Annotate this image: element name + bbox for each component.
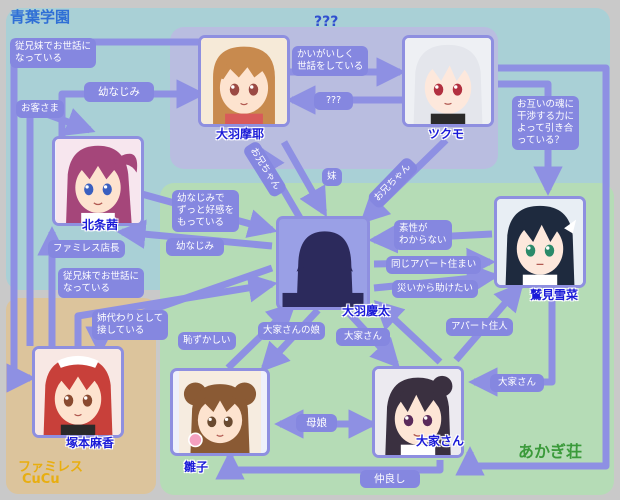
portrait-hinako [170, 368, 270, 456]
tag-care-devoted: かいがいしく 世話をしている [292, 46, 369, 76]
woman-avatar-icon [375, 369, 461, 455]
tag-cousin-care-top: 従兄妹でお世話に なっている [10, 38, 97, 68]
edge-good-friends [215, 450, 444, 480]
character-landlady[interactable]: 大家さん [372, 366, 464, 458]
edge-maya-keita [280, 140, 328, 218]
name-akane: 北条茜 [82, 218, 119, 232]
girl-avatar-icon [35, 349, 121, 435]
name-hinako: 雛子 [184, 460, 209, 474]
tag-embarrassed: 恥ずかしい [178, 332, 236, 350]
edge-outer-left [6, 38, 200, 393]
portrait-yukina [494, 196, 586, 288]
region-label-academy: 青葉学園 [10, 8, 71, 26]
tag-mother-daughter: 母娘 [296, 414, 337, 432]
name-tsukumo: ツクモ [428, 127, 465, 141]
character-tsukumo[interactable]: ツクモ [402, 35, 494, 141]
edge-tsukumo-yukina [498, 80, 563, 196]
edge-asaka-keita [74, 273, 278, 348]
region-label-unknown: ??? [314, 14, 339, 30]
portrait-asaka [32, 346, 124, 438]
edge-outer-right [455, 64, 610, 476]
tag-childhood-mid: 幼なじみ [166, 238, 225, 256]
tag-landlady-rel2: 大家さん [490, 374, 545, 392]
tag-landlady-rel: 大家さん [336, 328, 391, 346]
name-keita: 大羽慶太 [342, 304, 391, 318]
girl-avatar-icon [497, 199, 583, 285]
character-akane[interactable]: 北条茜 [52, 136, 144, 232]
girl-avatar-icon [179, 371, 261, 453]
tag-imouto: 妹 [322, 168, 342, 186]
tag-landlady-daughter: 大家さんの娘 [258, 322, 326, 340]
tag-saved-from-disaster: 災いから助けたい [392, 280, 479, 298]
character-asaka[interactable]: 塚本麻香 [32, 346, 124, 450]
girl-avatar-icon [56, 139, 140, 223]
portrait-akane [52, 136, 144, 226]
name-asaka: 塚本麻香 [66, 436, 115, 450]
character-hinako[interactable]: 雛子 [170, 368, 270, 474]
name-yukina: 鷲見雪菜 [530, 288, 579, 302]
tag-good-friends: 仲良し [360, 470, 420, 488]
tag-cousin-care-mid: 従兄妹でお世話に なっている [58, 268, 145, 298]
tag-identity: 素性が わからない [394, 220, 452, 250]
portrait-keita [276, 216, 370, 310]
region-label-cucu-2: CuCu [22, 472, 60, 487]
tag-guest: お客さま [16, 100, 65, 118]
tag-resident: アパート住人 [446, 318, 513, 336]
tag-childhood-love: 幼なじみで ずっと好感を もっている [172, 190, 240, 232]
edge-akane-maya [58, 79, 206, 140]
girl-avatar-icon [201, 38, 287, 124]
name-landlady: 大家さん [416, 434, 465, 448]
character-maya[interactable]: 大羽摩耶 [198, 35, 290, 141]
tag-restaurant-manager: ファミレス店長 [48, 240, 125, 258]
region-label-akagi: あかぎ荘 [518, 442, 583, 461]
character-yukina[interactable]: 鷲見雪菜 [494, 196, 586, 302]
tag-sister-substitute: 姉代わりとして 接している [92, 310, 169, 340]
tag-souls: お互いの魂に 干渉する力に よって引き合 っている？ [512, 96, 580, 150]
region-label-cucu-1: ファミレス [18, 460, 84, 475]
tag-qqq: ??? [314, 92, 354, 110]
portrait-landlady [372, 366, 464, 458]
silhouette-icon [279, 219, 367, 307]
tag-childhood-top: 幼なじみ [84, 82, 154, 102]
girl-avatar-icon [405, 38, 491, 124]
character-keita[interactable]: 大羽慶太 [276, 216, 390, 318]
tag-same-apartment: 同じアパート住まい [386, 256, 482, 274]
portrait-tsukumo [402, 35, 494, 127]
name-maya: 大羽摩耶 [216, 127, 265, 141]
edge-landlady-keita [373, 299, 443, 365]
portrait-maya [198, 35, 290, 127]
